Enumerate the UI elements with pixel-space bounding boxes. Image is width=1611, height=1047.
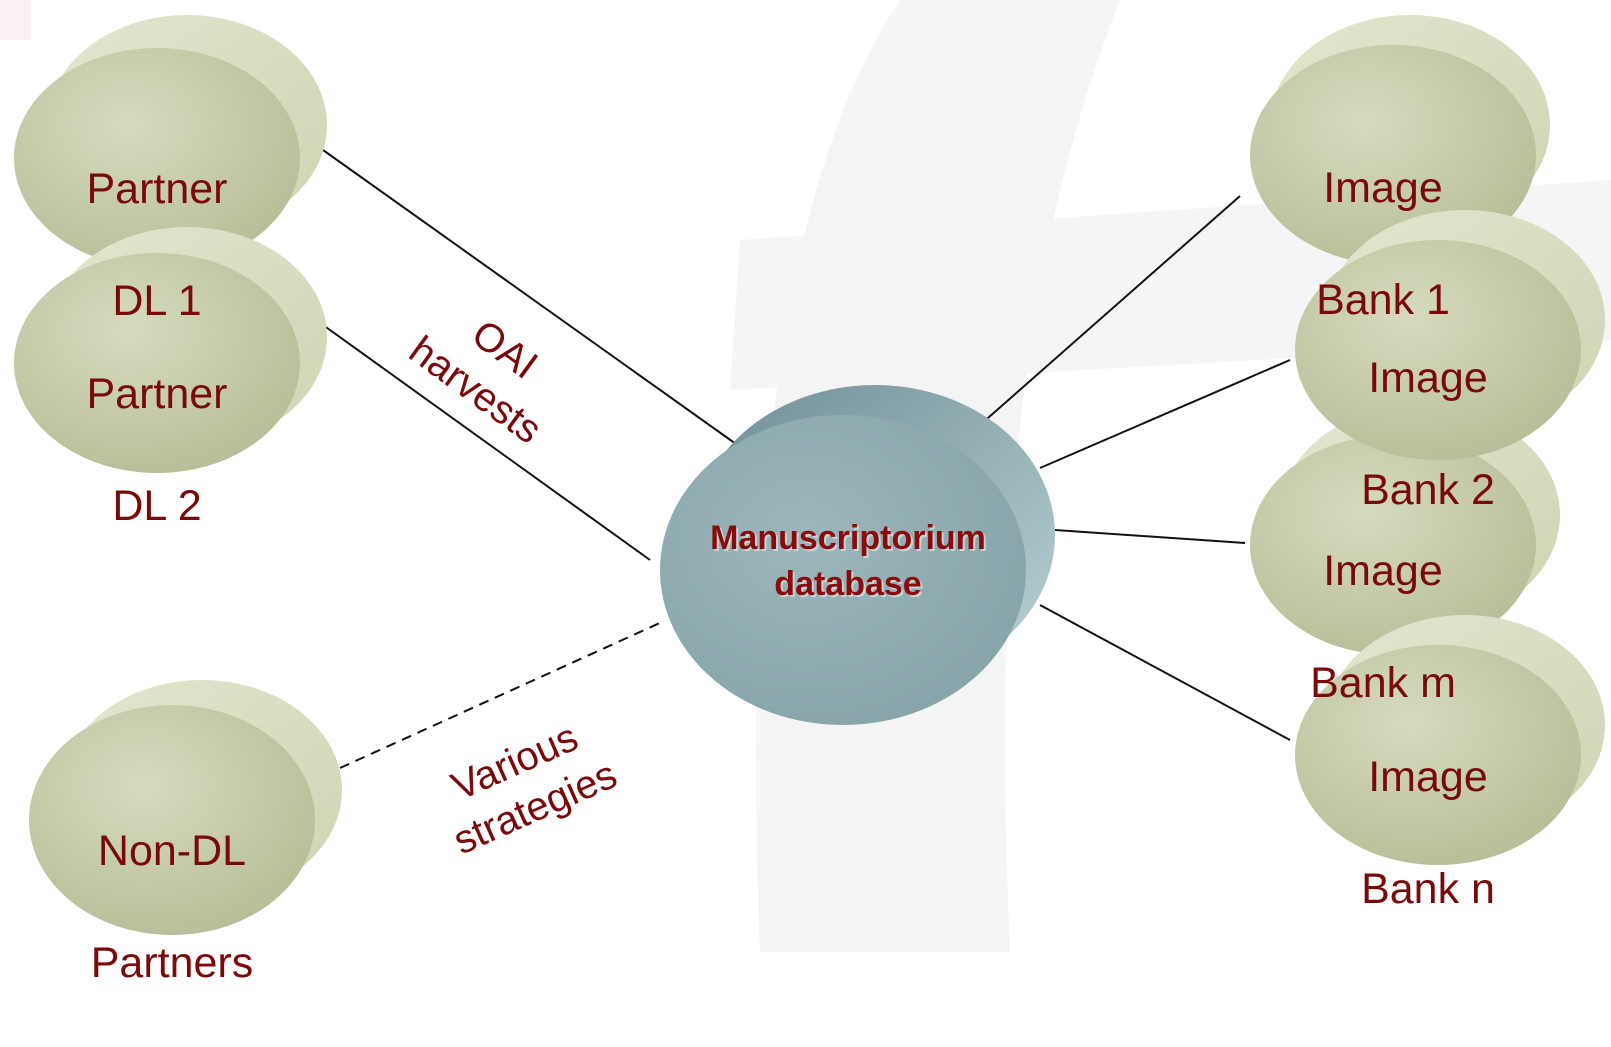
- label-partner-dl-1-line1: Partner: [86, 165, 228, 213]
- node-image-bank-n: [1295, 615, 1605, 865]
- label-image-bank-m-line2: Bank m: [1310, 659, 1456, 707]
- label-image-bank-2-line1: Image: [1368, 354, 1488, 402]
- label-image-bank-1: Image Bank 1: [1283, 104, 1483, 384]
- label-image-bank-n-line2: Bank n: [1361, 865, 1495, 913]
- edge-image-bank-m: [1054, 529, 1246, 544]
- label-non-dl-partners: Non-DL Partners: [57, 767, 287, 1047]
- node-image-bank-1: [1250, 15, 1550, 265]
- edge-image-bank-1: [979, 195, 1241, 426]
- label-manuscriptorium-database: Manuscriptorium database: [668, 515, 1028, 607]
- label-image-bank-m-line1: Image: [1323, 547, 1443, 595]
- label-partner-dl-1-line2: DL 1: [112, 277, 202, 325]
- edge-image-bank-n: [1039, 604, 1291, 741]
- label-partner-dl-2: Partner DL 2: [57, 310, 257, 590]
- label-manuscriptorium-line2: database: [774, 565, 922, 603]
- edge-image-bank-2: [1039, 359, 1291, 469]
- edge-partner-dl-2: [322, 324, 651, 561]
- label-partner-dl-2-line1: Partner: [86, 370, 228, 418]
- node-manuscriptorium-database: [660, 385, 1055, 725]
- label-partner-dl-1: Partner DL 1: [57, 105, 257, 385]
- node-image-bank-m: [1250, 405, 1560, 655]
- label-partner-dl-2-line2: DL 2: [112, 482, 202, 530]
- label-image-bank-m: Image Bank m: [1283, 487, 1483, 767]
- node-partner-dl-1: [14, 15, 327, 268]
- label-non-dl-partners-line1: Non-DL: [97, 827, 247, 875]
- edge-partner-dl-1: [322, 149, 737, 445]
- diagram-canvas: [0, 0, 1605, 952]
- label-image-bank-1-line1: Image: [1323, 164, 1443, 212]
- label-image-bank-n: Image Bank n: [1328, 693, 1528, 973]
- label-image-bank-1-line2: Bank 1: [1316, 276, 1450, 324]
- node-non-dl-partners: [29, 680, 342, 935]
- label-image-bank-2-line2: Bank 2: [1361, 466, 1495, 514]
- node-image-bank-2: [1295, 210, 1605, 460]
- node-partner-dl-2: [14, 227, 327, 473]
- edge-non-dl-partners: [339, 621, 663, 769]
- label-image-bank-2: Image Bank 2: [1328, 294, 1528, 574]
- label-manuscriptorium-line1: Manuscriptorium: [710, 519, 986, 557]
- label-image-bank-n-line1: Image: [1368, 753, 1488, 801]
- label-non-dl-partners-line2: Partners: [90, 939, 254, 987]
- connectors: [322, 149, 1291, 769]
